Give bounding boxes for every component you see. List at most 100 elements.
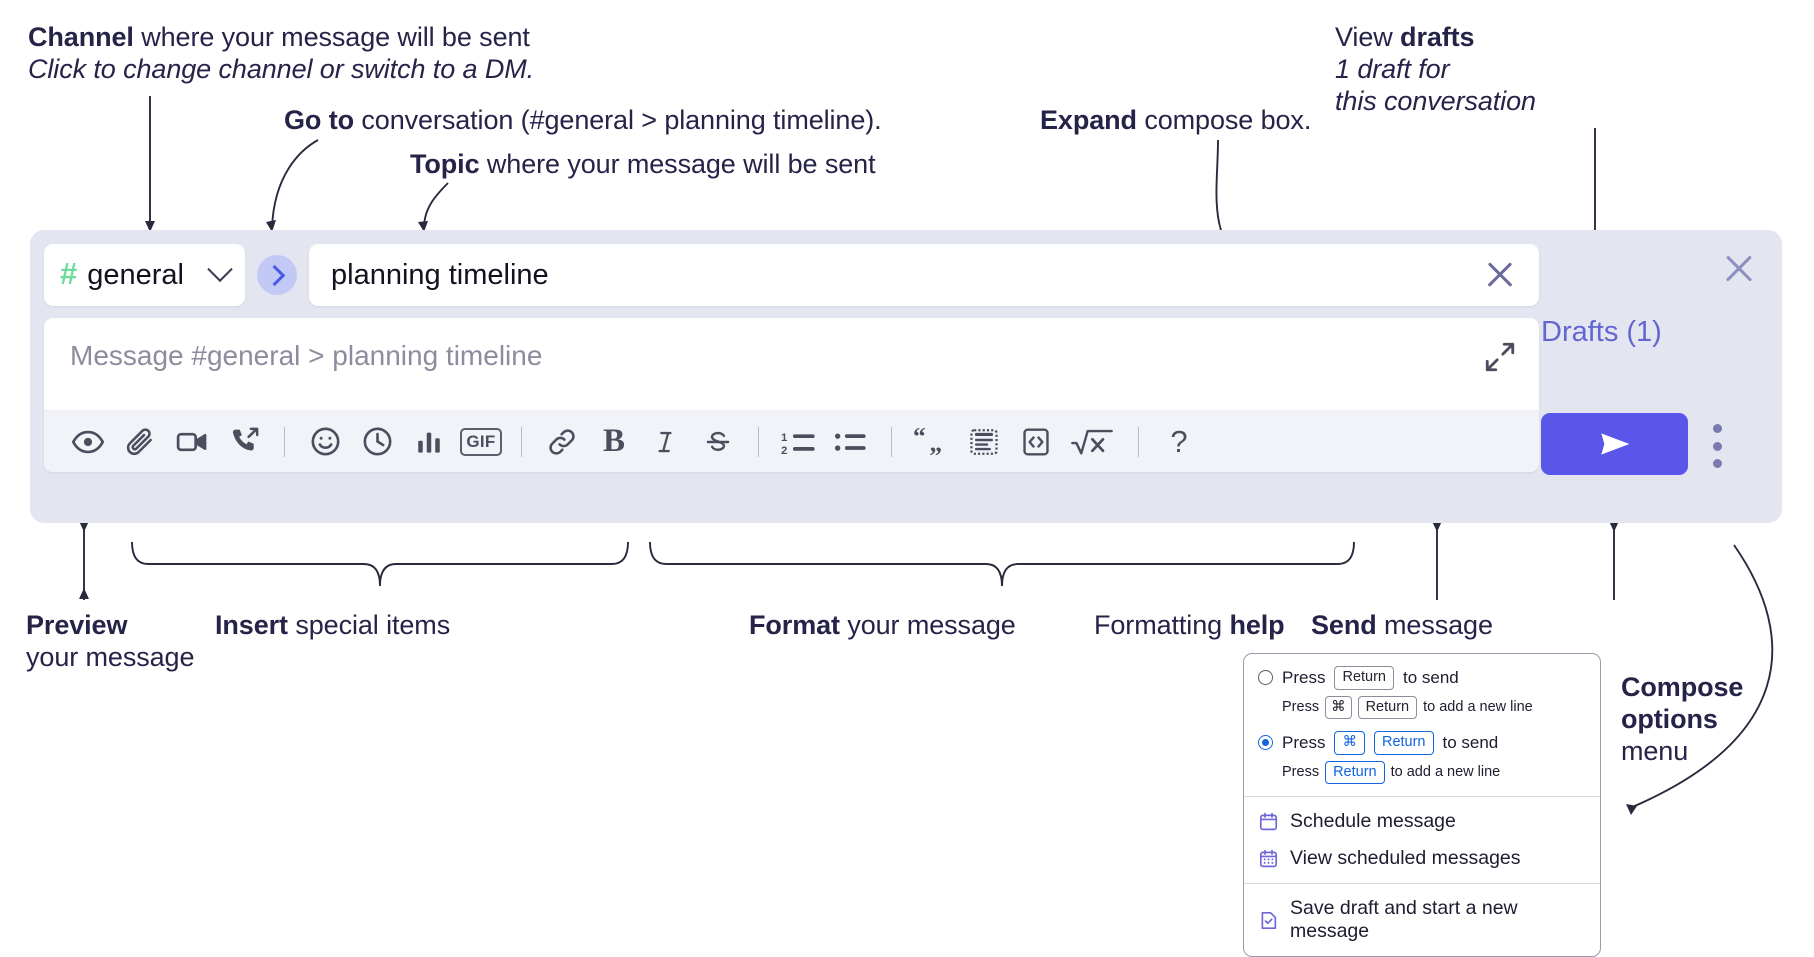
menu-item-label: Schedule message [1290,810,1456,833]
hash-icon: # [60,255,78,291]
annotation-formatting-help-bold: help [1229,610,1285,640]
radio-icon[interactable] [1258,670,1273,686]
gif-icon[interactable]: GIF [455,416,507,468]
svg-text:2: 2 [781,445,787,457]
math-icon[interactable] [1062,416,1124,468]
menu-item-view-scheduled-messages[interactable]: View scheduled messages [1244,840,1600,877]
annotation-expand: Expand compose box. [1040,105,1311,137]
toolbar-divider [758,426,759,457]
question-mark-icon[interactable]: ? [1153,416,1205,468]
smiley-icon[interactable] [299,416,351,468]
radio-option-return-to-send[interactable]: Press Return to send [1244,663,1600,693]
option-tail-label: to send [1442,732,1499,752]
annotation-compose-options-bold1: Compose [1621,672,1744,702]
annotation-format-rest: your message [839,610,1016,640]
radio-icon-selected[interactable] [1258,735,1273,751]
link-icon[interactable] [536,416,588,468]
goto-conversation-button[interactable] [257,255,297,295]
sub-hint-newline-1: Press ⌘ Return to add a new line [1244,693,1600,723]
eye-icon[interactable] [62,416,114,468]
code-icon[interactable] [1010,416,1062,468]
send-icon [1600,433,1629,455]
key-return: Return [1325,760,1385,785]
message-placeholder: Message #general > planning timeline [70,340,543,371]
annotation-expand-rest: compose box. [1136,105,1312,135]
document-check-icon [1258,910,1279,931]
key-return: Return [1373,731,1434,755]
menu-divider [1244,883,1600,885]
annotation-drafts-sub2: this conversation [1335,85,1536,116]
toolbar-divider [1138,426,1139,457]
svg-text:1: 1 [781,431,788,443]
video-camera-icon[interactable] [166,416,218,468]
option-press-label: Press [1282,732,1326,752]
annotation-compose-options-bold2: options [1621,703,1718,734]
annotation-topic-bold: Topic [410,149,480,179]
toolbar-divider [284,426,285,457]
option-press-label: Press [1282,667,1326,687]
ordered-list-icon[interactable]: 1 2 [773,416,825,468]
annotation-channel-sub: Click to change channel or switch to a D… [28,53,535,84]
menu-divider [1244,796,1600,798]
phone-arrow-icon[interactable] [218,416,270,468]
menu-item-save-draft[interactable]: Save draft and start a new message [1244,890,1600,950]
expand-icon[interactable] [1483,340,1517,374]
clock-icon[interactable] [351,416,403,468]
annotation-expand-bold: Expand [1040,105,1137,135]
annotation-drafts-sub1: 1 draft for [1335,53,1450,84]
chevron-down-icon [207,256,233,283]
annotation-insert: Insert special items [215,610,450,642]
compose-options-menu: Press Return to send Press ⌘ Return to a… [1243,653,1601,957]
annotation-send-rest: message [1376,610,1493,640]
bar-chart-icon[interactable] [403,416,455,468]
annotation-drafts-bold: drafts [1400,22,1475,52]
message-input[interactable]: Message #general > planning timeline [44,318,1539,410]
annotation-send-bold: Send [1311,610,1377,640]
annotation-insert-bold: Insert [215,610,288,640]
drafts-link[interactable]: Drafts (1) [1541,316,1662,348]
bold-label: B [602,423,625,459]
radio-option-cmd-return-to-send[interactable]: Press ⌘ Return to send [1244,728,1600,758]
annotation-send: Send message [1311,610,1493,642]
strikethrough-icon[interactable] [692,416,744,468]
sub-tail-label: to add a new line [1423,699,1533,716]
topic-input[interactable]: planning timeline [309,244,1539,306]
formatting-toolbar: GIF B [44,410,1539,472]
annotation-goto-rest: conversation (#general > planning timeli… [353,105,882,135]
channel-selector[interactable]: # general [44,244,245,306]
close-icon[interactable] [1722,252,1756,286]
annotation-format: Format your message [749,610,1016,642]
sub-tail-label: to add a new line [1390,764,1501,781]
bold-icon[interactable]: B [588,416,640,468]
annotation-goto: Go to conversation (#general > planning … [284,105,882,137]
annotation-compose-options: Compose options menu [1621,672,1743,768]
italic-icon[interactable] [640,416,692,468]
key-command: ⌘ [1334,731,1365,755]
svg-text:„: „ [929,428,942,456]
annotation-drafts-plain: View [1335,22,1401,52]
quote-icon[interactable]: “ „ [906,416,958,468]
send-shortcut-options: Press Return to send Press ⌘ Return to a… [1244,654,1600,796]
menu-item-label: Save draft and start a new message [1290,897,1518,943]
menu-item-schedule-message[interactable]: Schedule message [1244,803,1600,840]
help-label: ? [1170,423,1188,459]
annotation-goto-bold: Go to [284,105,354,135]
compose-panel: # general planning timeline Message #gen… [30,230,1782,523]
annotation-preview-sub: your message [26,641,195,672]
code-block-icon[interactable] [958,416,1010,468]
annotation-formatting-help-plain: Formatting [1094,610,1230,640]
annotation-channel: Channel where your message will be sent … [28,22,534,86]
schedule-section: Schedule message View scheduled messages [1244,797,1600,883]
paperclip-icon[interactable] [114,416,166,468]
close-icon[interactable] [1483,258,1517,292]
annotation-insert-rest: special items [287,610,451,640]
toolbar-divider [891,426,892,457]
key-return: Return [1357,695,1418,720]
more-options-icon[interactable] [1712,424,1722,468]
channel-name: general [87,258,184,291]
send-button[interactable] [1541,413,1688,475]
bulleted-list-icon[interactable] [825,416,877,468]
gif-label: GIF [460,427,502,456]
key-return: Return [1334,666,1394,690]
svg-text:“: “ [913,426,926,451]
